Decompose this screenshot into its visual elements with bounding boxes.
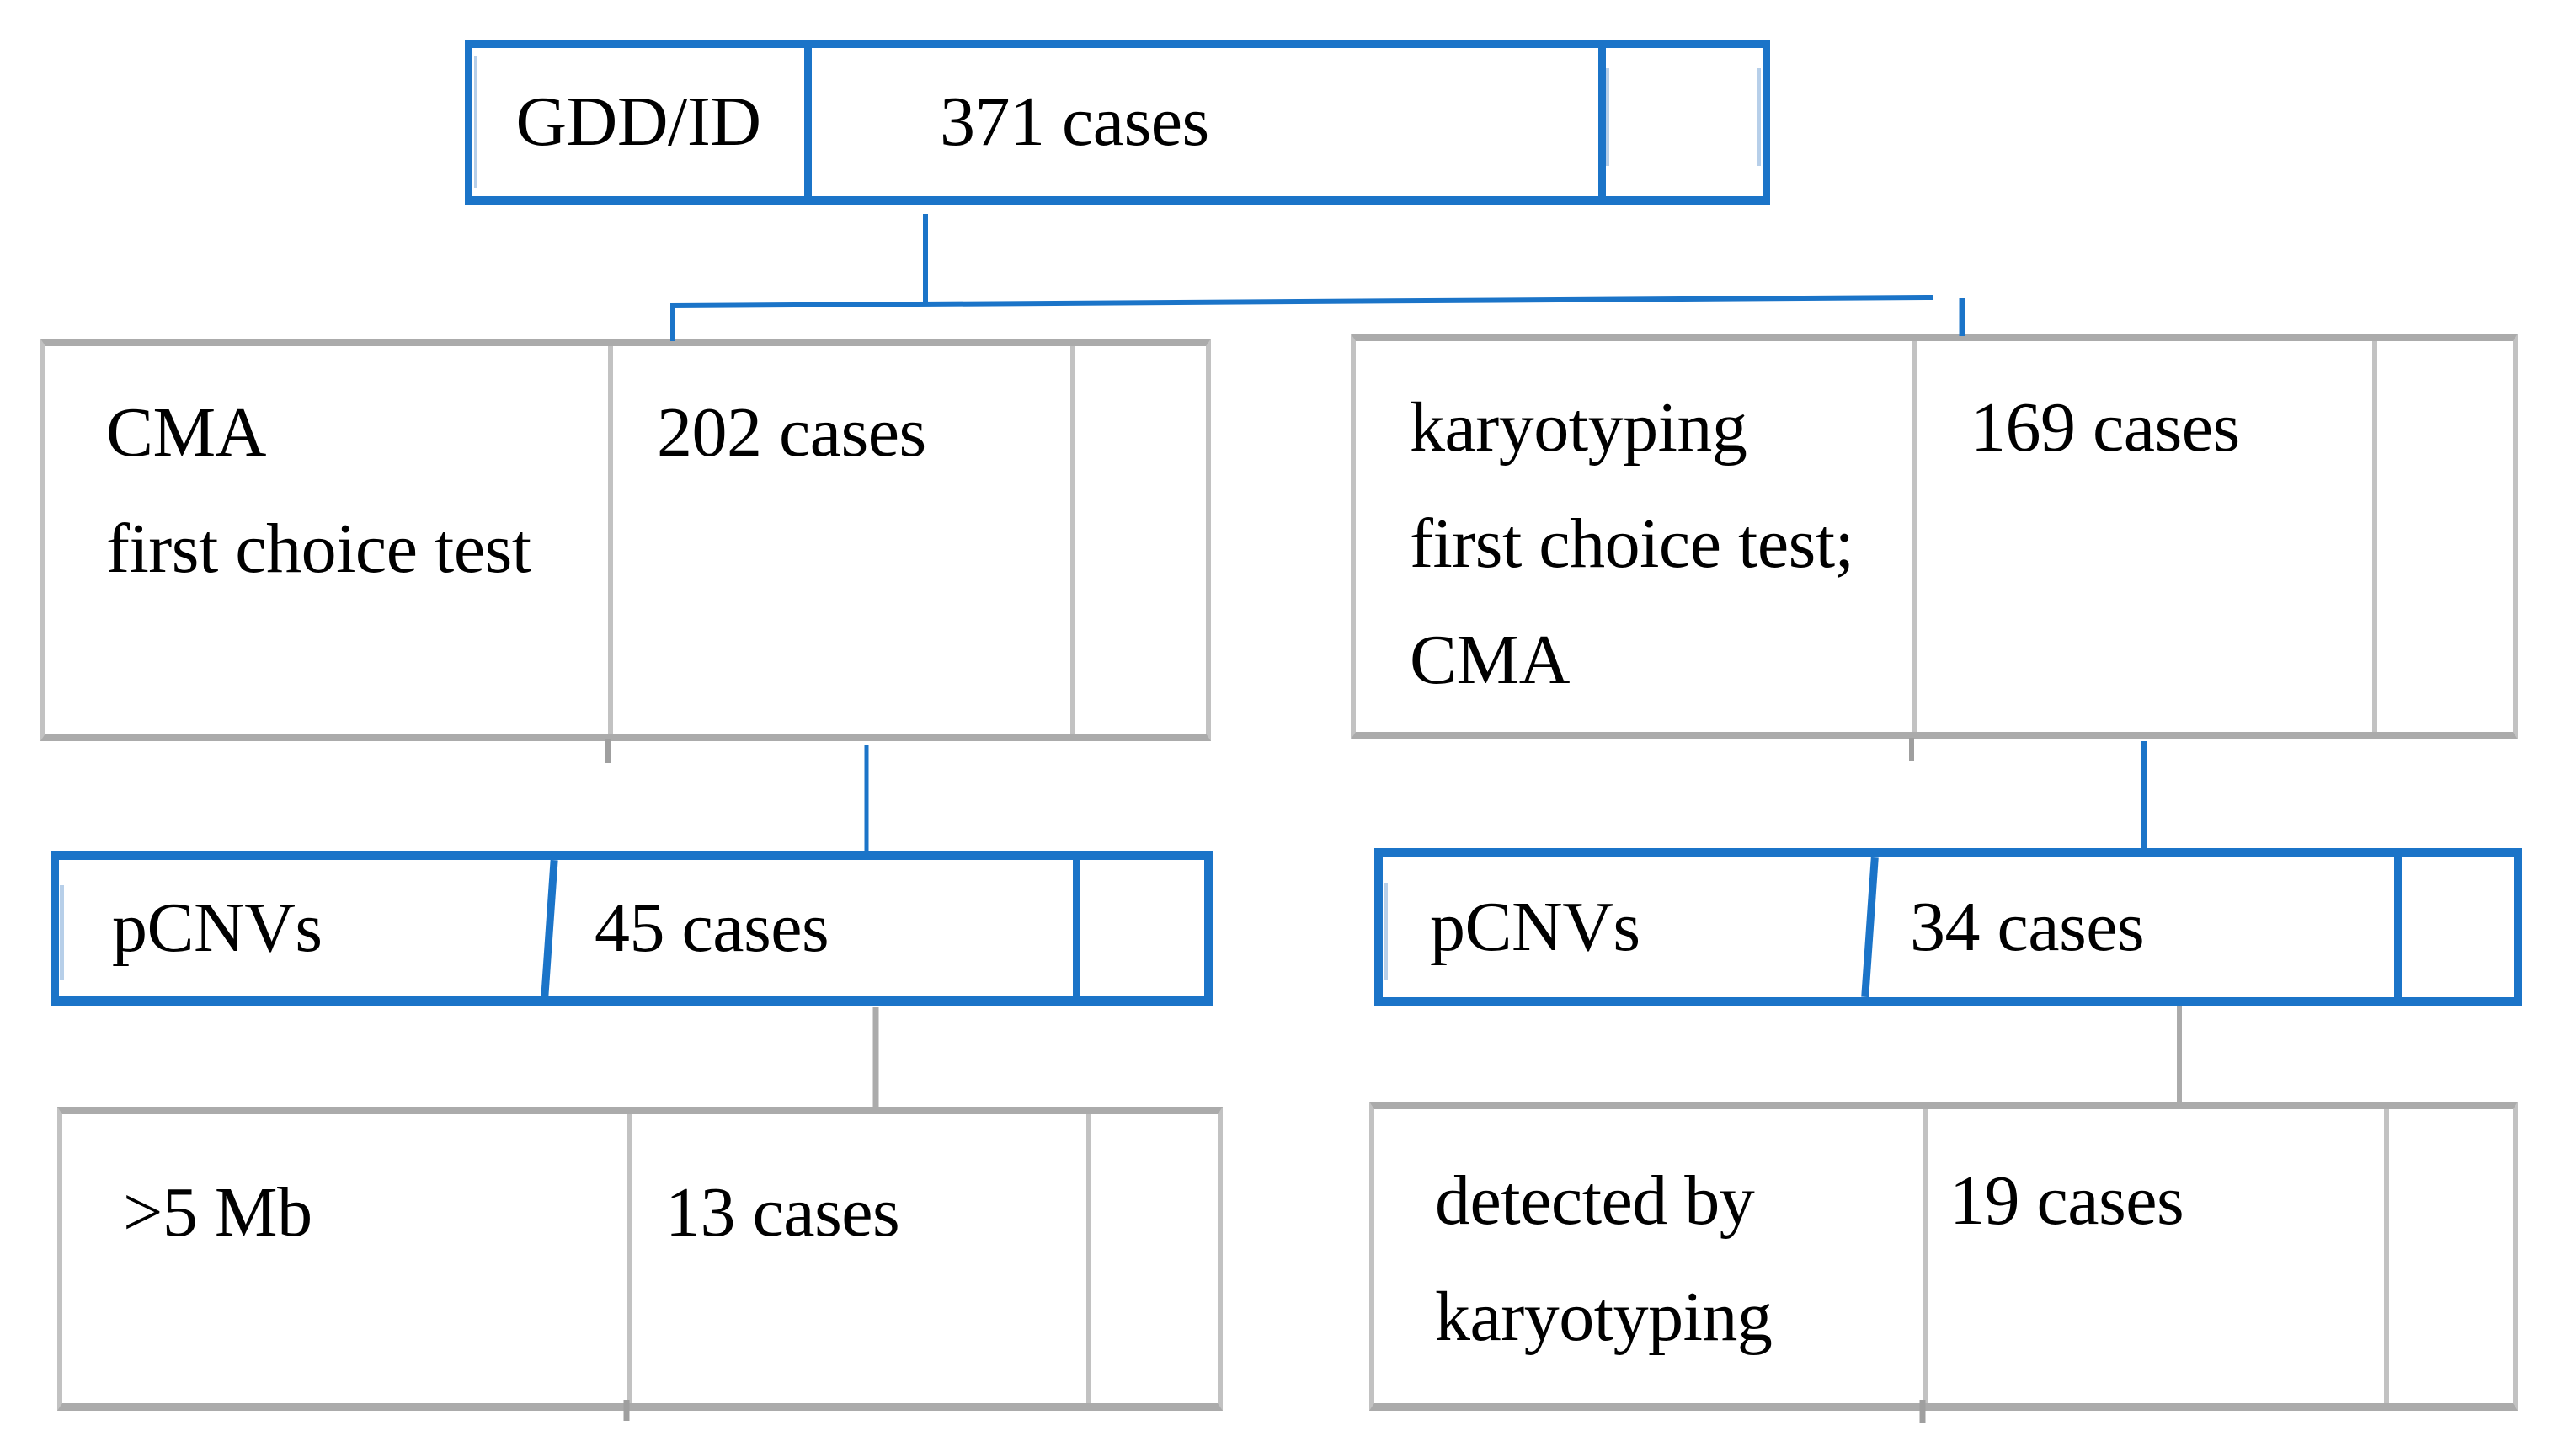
box-karyotyping-first-choice: karyotyping first choice test; CMA 169 c… (1351, 334, 2518, 739)
box-gdd-id-cases: 371 cases (940, 83, 1209, 161)
border-echo (474, 56, 477, 188)
cell-divider (2394, 857, 2402, 997)
box-pcnvs-right-cases: 34 cases (1910, 888, 2145, 966)
cell-divider (2372, 341, 2377, 732)
box-pcnvs-right-label: pCNVs (1430, 888, 1640, 966)
cell-divider (608, 346, 613, 734)
box-cma-cases: 202 cases (657, 393, 926, 472)
box-gt5mb-label: >5 Mb (123, 1173, 312, 1252)
border-echo (60, 885, 64, 980)
box-detected-by-karyotyping: detected by karyotyping 19 cases (1369, 1102, 2518, 1411)
box-karyotyping-label: karyotyping first choice test; CMA (1410, 388, 1854, 699)
box-karyotyping-cases: 169 cases (1971, 388, 2240, 467)
border-echo (1757, 68, 1761, 166)
box-gt5mb: >5 Mb 13 cases (57, 1107, 1223, 1411)
box-gdd-id: GDD/ID 371 cases (465, 40, 1770, 205)
cell-divider (1923, 1109, 1928, 1403)
box-pcnvs-left: pCNVs 45 cases (51, 851, 1213, 1006)
cell-divider (627, 1114, 632, 1403)
cell-divider (804, 48, 812, 196)
cell-divider (2384, 1109, 2389, 1403)
cell-divider (1598, 48, 1606, 196)
cell-divider (1073, 860, 1080, 996)
box-pcnvs-left-label: pCNVs (112, 889, 323, 967)
cell-divider (1086, 1114, 1091, 1403)
cell-divider (1912, 341, 1917, 732)
box-pcnvs-left-cases: 45 cases (595, 889, 829, 967)
border-echo (1606, 68, 1609, 166)
box-gdd-id-label: GDD/ID (515, 83, 761, 161)
cell-divider (1070, 346, 1075, 734)
box-cma-first-choice: CMA first choice test 202 cases (40, 339, 1211, 741)
box-gt5mb-cases: 13 cases (665, 1173, 900, 1252)
connector-branch-bar (670, 295, 1933, 308)
box-detected-label: detected by karyotyping (1435, 1161, 1773, 1356)
box-cma-label: CMA first choice test (106, 393, 531, 588)
box-detected-cases: 19 cases (1949, 1161, 2184, 1240)
border-echo (1384, 883, 1388, 980)
box-pcnvs-right: pCNVs 34 cases (1374, 848, 2522, 1006)
